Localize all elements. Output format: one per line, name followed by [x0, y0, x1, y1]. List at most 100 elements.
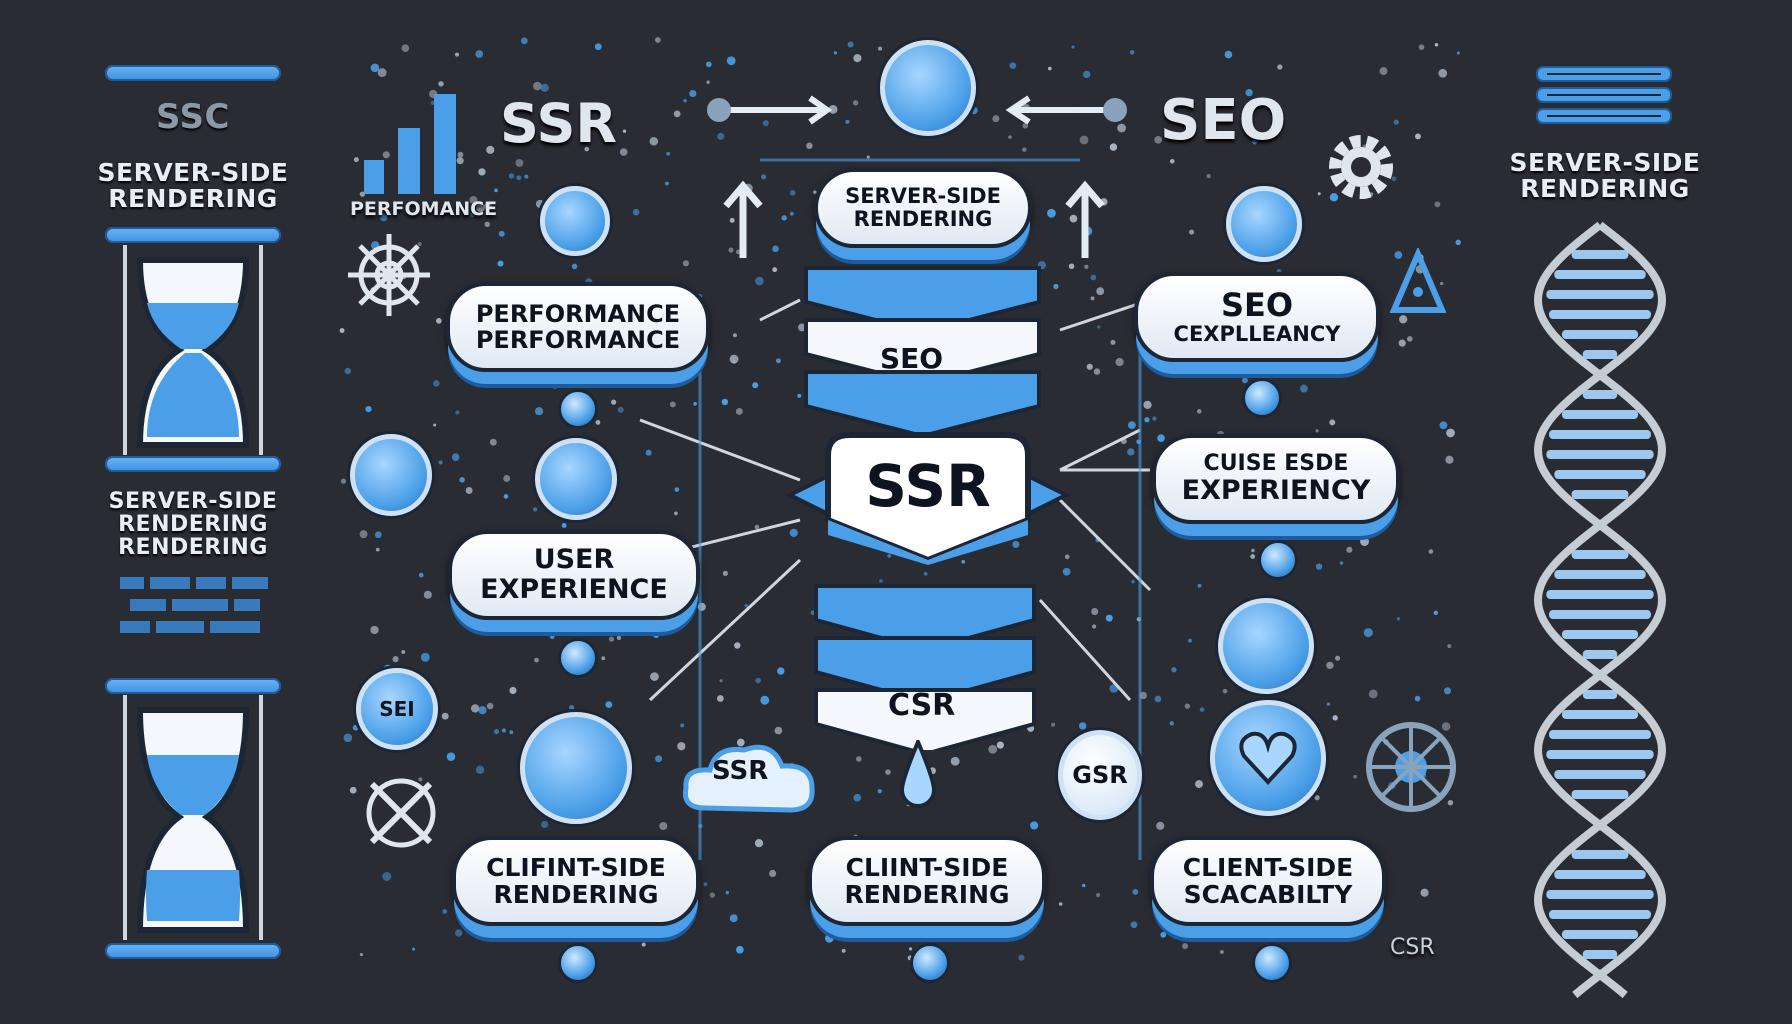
cuise-experiency-pill[interactable]: CUISE ESDE EXPERIENCY — [1152, 434, 1400, 524]
heading-line: RENDERING — [1520, 174, 1690, 204]
helix-rung — [1582, 650, 1618, 659]
decorative-dot — [605, 701, 613, 709]
decorative-dot — [908, 947, 913, 951]
wheel-icon[interactable] — [1364, 720, 1458, 814]
decorative-dot — [689, 89, 697, 98]
cloud-badge[interactable] — [680, 738, 820, 818]
decorative-dot — [1156, 821, 1165, 830]
compass-icon[interactable] — [1218, 598, 1314, 694]
helix-rung — [1554, 770, 1646, 779]
decorative-dot — [1455, 239, 1461, 246]
decorative-dot — [847, 41, 854, 48]
decorative-dot — [1069, 214, 1078, 223]
decorative-dot — [1300, 384, 1308, 393]
decorative-dot — [1091, 608, 1099, 616]
decorative-dot — [497, 260, 504, 267]
user-experience-pill[interactable]: USER EXPERIENCE — [448, 530, 700, 620]
helix-rung — [1582, 690, 1618, 699]
pill-line: PERFORMANCE — [475, 326, 681, 354]
decorative-dot — [540, 83, 549, 92]
connector-knob — [910, 943, 950, 983]
decorative-dot — [1368, 689, 1378, 699]
helix-rung — [1571, 250, 1629, 259]
decorative-dot — [841, 948, 846, 953]
decorative-dot — [1393, 119, 1399, 125]
decorative-dot — [761, 174, 767, 180]
client-side-rendering-pill-left[interactable]: CLIFINT-SIDE RENDERING — [452, 836, 700, 926]
decorative-dot — [655, 755, 663, 763]
badge-label: SEI — [379, 697, 415, 721]
decorative-dot — [551, 381, 559, 389]
client-side-scalability-pill[interactable]: CLIENT-SIDE SCACABILTY — [1150, 836, 1386, 926]
heart-icon[interactable] — [1210, 700, 1326, 816]
decorative-dot — [1154, 136, 1163, 144]
heading-line: SERVER-SIDE — [108, 489, 278, 514]
decorative-dot — [733, 333, 737, 338]
decorative-dot — [438, 81, 444, 87]
decorative-dot — [769, 869, 777, 878]
pill-line: RENDERING — [853, 207, 993, 231]
connector-line — [1038, 598, 1132, 702]
puzzle-icon[interactable] — [520, 712, 632, 824]
decorative-dot — [392, 656, 399, 663]
decorative-dot — [486, 702, 494, 710]
decorative-dot — [509, 730, 514, 735]
decorative-dot — [1009, 62, 1017, 69]
connector-knob — [558, 638, 598, 678]
client-side-rendering-pill-center[interactable]: CLIINT-SIDE RENDERING — [808, 836, 1046, 926]
chevron-stack-bottom — [814, 584, 1036, 750]
decorative-dot — [1353, 368, 1360, 374]
server-side-rendering-pill[interactable]: SERVER-SIDE RENDERING — [814, 168, 1032, 248]
decorative-dot — [489, 438, 497, 446]
chevron-layer — [804, 318, 1041, 387]
decorative-dot — [1092, 624, 1097, 629]
decorative-dot — [709, 892, 716, 898]
decorative-dot — [1224, 50, 1233, 59]
decorative-dot — [1353, 529, 1362, 538]
decorative-dot — [725, 890, 730, 895]
ssr-hub[interactable] — [780, 425, 1076, 565]
decorative-dot — [1062, 567, 1071, 576]
decorative-dot — [754, 838, 764, 848]
performance-pill[interactable]: PERFORMANCE PERFORMANCE — [446, 282, 710, 372]
decorative-dot — [1363, 628, 1373, 638]
server-circle-icon[interactable] — [880, 40, 976, 136]
decorative-dot — [359, 191, 366, 197]
badge-circle-icon[interactable]: SEI — [356, 668, 438, 750]
gsr-badge[interactable]: GSR — [1058, 730, 1142, 820]
decorative-dot — [866, 155, 870, 159]
decorative-dot — [655, 37, 661, 43]
decorative-dot — [649, 136, 659, 146]
pill-line: CLIINT-SIDE — [845, 852, 1009, 882]
target-circle-icon[interactable] — [350, 434, 432, 516]
decorative-dot — [755, 677, 761, 684]
decorative-dot — [370, 63, 380, 73]
decorative-dot — [1096, 287, 1105, 296]
decorative-dot — [533, 81, 542, 91]
decorative-dot — [1144, 417, 1150, 423]
helix-rung — [1546, 750, 1654, 759]
decorative-dot — [797, 393, 802, 398]
drop-circle-icon[interactable] — [1226, 186, 1302, 262]
decorative-dot — [1220, 950, 1224, 954]
decorative-dot — [1441, 722, 1451, 731]
decorative-dot — [616, 635, 622, 641]
decorative-dot — [950, 756, 960, 766]
decorative-dot — [353, 157, 359, 163]
helix-rung — [1571, 790, 1629, 799]
seo-cexplleancy-pill[interactable]: SEO CEXPLLEANCY — [1134, 272, 1380, 362]
decorative-dot — [441, 712, 449, 720]
decorative-dot — [1434, 201, 1441, 208]
check-circle-icon[interactable] — [540, 186, 610, 256]
helix-rung — [1549, 430, 1651, 439]
check-circle-icon[interactable] — [535, 438, 617, 520]
decorative-dot — [418, 572, 424, 578]
decorative-dot — [1008, 135, 1012, 139]
decorative-dot — [569, 705, 575, 711]
decorative-dot — [1367, 918, 1376, 926]
decorative-dot — [1188, 638, 1192, 643]
decorative-dot — [382, 872, 392, 881]
decorative-dot — [501, 728, 507, 733]
decorative-dot — [683, 99, 687, 103]
decorative-dot — [1315, 563, 1323, 570]
